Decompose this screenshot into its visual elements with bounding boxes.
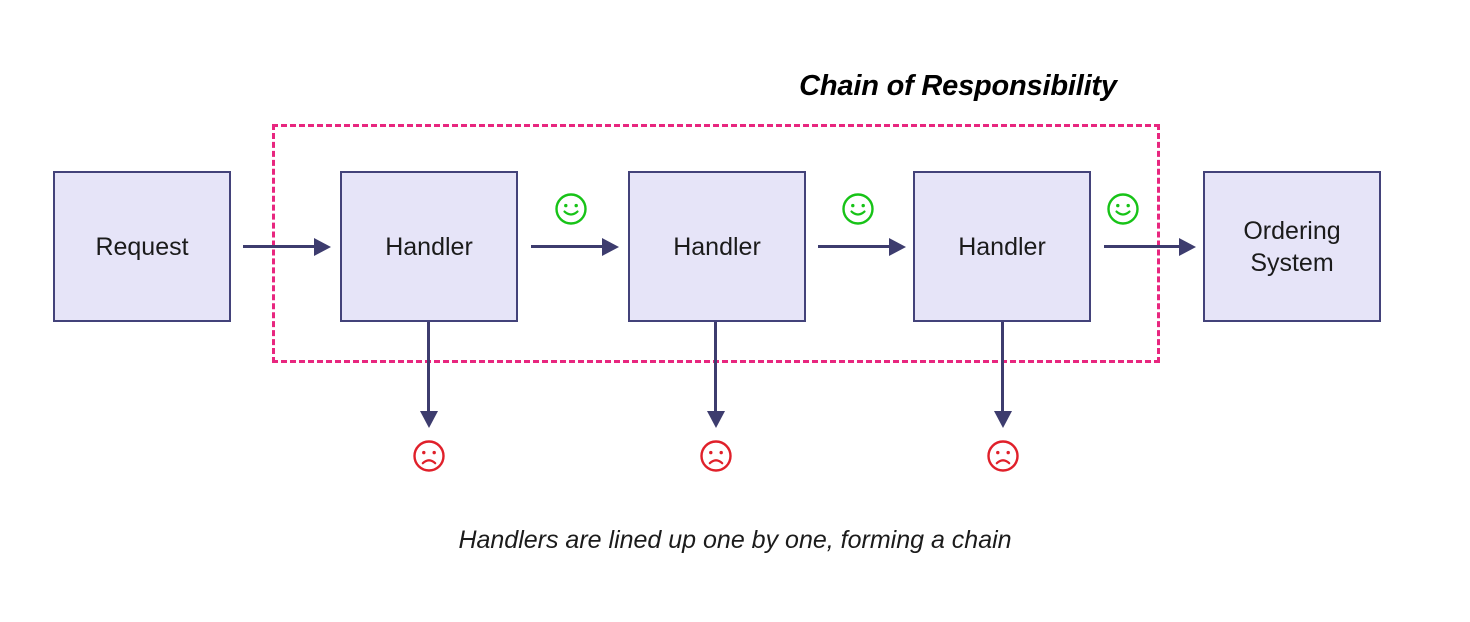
- node-handler-1[interactable]: Handler: [340, 171, 518, 322]
- arrow-head: [602, 238, 619, 256]
- node-handler-3[interactable]: Handler: [913, 171, 1091, 322]
- sad-face-icon: [699, 439, 733, 473]
- node-request[interactable]: Request: [53, 171, 231, 322]
- arrow-shaft: [531, 245, 602, 248]
- arrow-shaft: [1001, 322, 1004, 411]
- arrow-head: [707, 411, 725, 428]
- node-ordering-system-label-line1: Ordering: [1243, 216, 1341, 245]
- arrow-handler-2-reject: [707, 322, 725, 428]
- node-request-label: Request: [95, 232, 189, 261]
- arrow-shaft: [427, 322, 430, 411]
- arrow-handler-1-reject: [420, 322, 438, 428]
- arrow-head: [889, 238, 906, 256]
- arrow-handler-3-reject: [994, 322, 1012, 428]
- diagram-caption: Handlers are lined up one by one, formin…: [458, 526, 1012, 554]
- node-handler-2[interactable]: Handler: [628, 171, 806, 322]
- arrow-request-to-handler-1: [243, 238, 331, 256]
- arrow-head: [1179, 238, 1196, 256]
- arrow-handler-3-to-ordering-system: [1104, 238, 1196, 256]
- node-handler-3-label: Handler: [958, 232, 1046, 261]
- arrow-head: [314, 238, 331, 256]
- node-handler-2-label: Handler: [673, 232, 761, 261]
- arrow-head: [420, 411, 438, 428]
- arrow-handler-2-to-handler-3: [818, 238, 906, 256]
- sad-face-icon: [986, 439, 1020, 473]
- node-ordering-system[interactable]: Ordering System: [1203, 171, 1381, 322]
- arrow-shaft: [714, 322, 717, 411]
- arrow-handler-1-to-handler-2: [531, 238, 619, 256]
- arrow-shaft: [243, 245, 314, 248]
- arrow-head: [994, 411, 1012, 428]
- diagram-title: Chain of Responsibility: [799, 70, 1117, 102]
- arrow-shaft: [818, 245, 889, 248]
- arrow-shaft: [1104, 245, 1179, 248]
- node-handler-1-label: Handler: [385, 232, 473, 261]
- node-ordering-system-label-line2: System: [1250, 248, 1334, 277]
- node-ordering-system-label: Ordering System: [1243, 215, 1340, 279]
- happy-face-icon: [554, 192, 588, 226]
- happy-face-icon: [841, 192, 875, 226]
- sad-face-icon: [412, 439, 446, 473]
- happy-face-icon: [1106, 192, 1140, 226]
